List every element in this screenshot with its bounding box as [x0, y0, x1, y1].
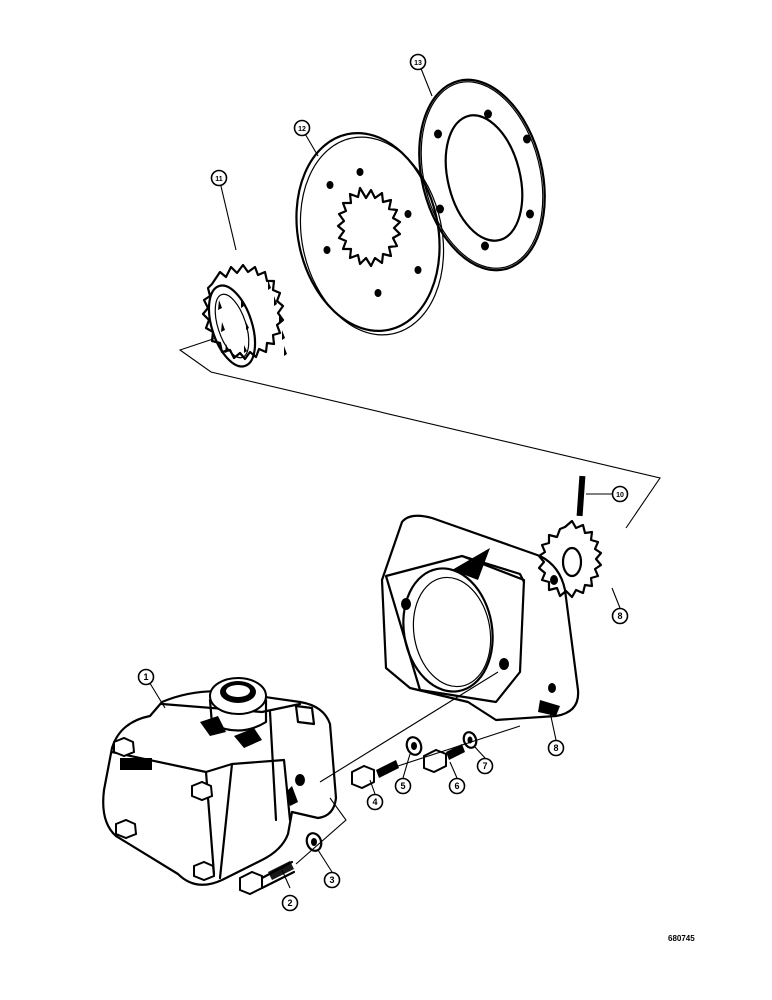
- svg-text:2: 2: [287, 898, 292, 908]
- callout-8a: 8: [547, 739, 565, 757]
- callout-3: 3: [323, 871, 341, 889]
- alignment-line-bolt-lower: [295, 797, 347, 865]
- callout-2: 2: [281, 894, 299, 912]
- svg-text:3: 3: [329, 875, 334, 885]
- alignment-line-bolt-upper: [319, 671, 499, 783]
- callout-4: 4: [366, 793, 384, 811]
- svg-text:4: 4: [372, 797, 377, 807]
- hydraulic-pump-part-1: [102, 677, 338, 886]
- alignment-line-bolt-right: [397, 725, 521, 767]
- coupling-plate-part-12: [295, 132, 445, 336]
- capscrew-part-4: [351, 760, 399, 790]
- svg-text:13: 13: [414, 60, 422, 67]
- callout-10: 10: [611, 485, 629, 503]
- pump-bolt-heads: [113, 736, 216, 882]
- svg-text:5: 5: [400, 781, 405, 791]
- callout-12: 12: [293, 119, 311, 137]
- svg-text:12: 12: [298, 126, 306, 133]
- callout-1: 1: [137, 668, 155, 686]
- lockwasher-part-3: [305, 832, 323, 852]
- capscrew-part-6: [423, 744, 465, 774]
- svg-text:7: 7: [482, 761, 487, 771]
- roll-pin-part-10: [576, 475, 586, 517]
- adapter-housing-part-8: [380, 514, 580, 722]
- capscrew-part-2: [239, 860, 296, 896]
- callout-8b: 8: [611, 607, 629, 625]
- svg-text:1: 1: [143, 672, 148, 682]
- splined-sleeve-part-11: [201, 263, 287, 368]
- callout-11: 11: [210, 169, 228, 187]
- figure-id: 680745: [668, 934, 695, 943]
- callout-5: 5: [394, 777, 412, 795]
- svg-text:8: 8: [617, 611, 622, 621]
- svg-text:10: 10: [616, 492, 624, 499]
- washer-part-5: [405, 736, 423, 756]
- drive-gear-part-9: [537, 519, 603, 599]
- gasket-ring-part-13: [418, 78, 546, 272]
- svg-text:11: 11: [215, 176, 223, 183]
- svg-text:8: 8: [553, 743, 558, 753]
- callout-13: 13: [409, 53, 427, 71]
- svg-text:6: 6: [454, 781, 459, 791]
- callout-7: 7: [476, 757, 494, 775]
- callout-6: 6: [448, 777, 466, 795]
- leader-lines: [147, 65, 621, 889]
- alignment-line-sleeve-to-gear: [178, 337, 661, 529]
